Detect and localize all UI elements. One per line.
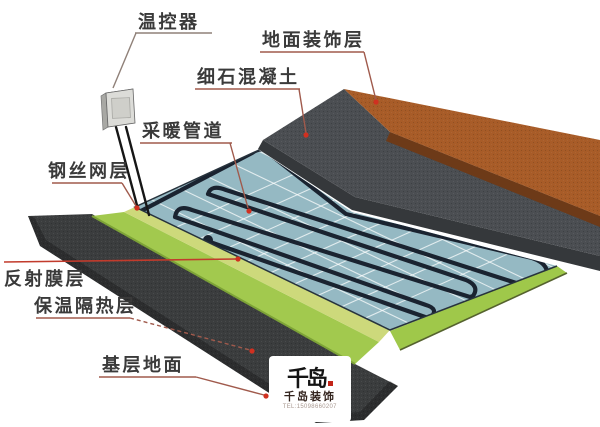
leader-thermostat [112, 32, 137, 89]
leader-wire-mesh [121, 182, 137, 207]
leader-fine-concrete [298, 88, 307, 134]
reflective-film-layer [124, 207, 390, 342]
label-insulation: 保温隔热层 [33, 295, 137, 316]
thermostat-wire-right [124, 125, 151, 217]
leader-reflective-film [3, 258, 237, 263]
leader-base-floor [195, 376, 265, 396]
label-reflective-film: 反射膜层 [4, 268, 86, 289]
label-wire-mesh: 钢丝网层 [48, 160, 130, 181]
thermostat [100, 88, 151, 217]
watermark-seal-icon [328, 380, 333, 386]
label-base-floor: 基层地面 [101, 354, 184, 375]
labels: 温控器 地面装饰层 细石混凝土 采暖管道 钢丝网层 反射膜层 保温隔热层 基层地… [4, 11, 365, 375]
label-floor-decoration: 地面装饰层 [262, 29, 365, 50]
fine-concrete-layer [258, 89, 600, 271]
leader-floor-decoration [363, 51, 377, 101]
leader-heating-pipe [229, 142, 249, 209]
watermark-tel: TEL:15098660207 [282, 403, 338, 410]
thermostat-wire-left [114, 125, 140, 211]
leader-lines [3, 32, 379, 399]
floor-decoration-layer [344, 89, 600, 227]
label-fine-concrete: 细石混凝土 [197, 66, 300, 87]
insulation-front-right-edge [390, 266, 568, 351]
watermark: 千岛 千岛装饰 TEL:15098660207 [269, 356, 351, 422]
watermark-name: 千岛装饰 [284, 390, 336, 403]
heating-pipe [138, 150, 550, 321]
insulation-layer [91, 212, 379, 365]
label-thermostat: 温控器 [138, 11, 200, 32]
label-heating-pipe: 采暖管道 [141, 120, 224, 141]
watermark-logo: 千岛 [287, 367, 333, 391]
